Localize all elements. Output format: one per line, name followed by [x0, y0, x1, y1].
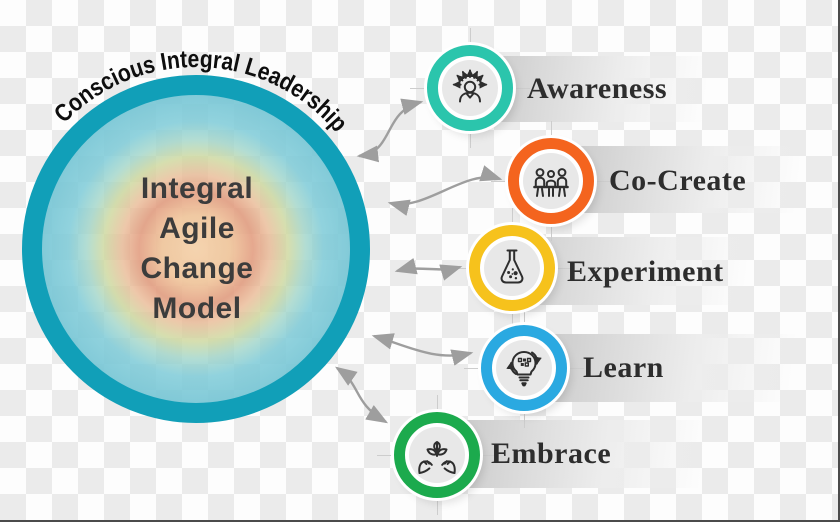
- label-banner: [468, 56, 743, 122]
- step-label-awareness: Awareness: [527, 72, 668, 105]
- label-banner: [549, 146, 837, 213]
- core-title-line: Integral: [140, 172, 254, 205]
- core-title-line: Change: [140, 252, 254, 285]
- step-label-cocreate: Co-Create: [609, 164, 747, 197]
- step-circle-awareness: [427, 45, 513, 131]
- hands-sprout-icon: [418, 441, 456, 474]
- core-title-line: Model: [152, 292, 242, 325]
- step-circle-embrace: [394, 412, 480, 498]
- connector-arrow-learn: [371, 333, 474, 366]
- meeting-table-icon: [533, 168, 569, 197]
- step-circle-learn: [481, 325, 567, 411]
- connector-arrow-awareness: [356, 98, 424, 163]
- step-circle-experiment: [469, 225, 555, 311]
- core-title: Integral Agile Change Model: [97, 169, 297, 329]
- step-label-experiment: Experiment: [567, 255, 724, 288]
- image-right-edge: [838, 0, 840, 522]
- step-label-learn: Learn: [583, 351, 664, 384]
- lightbulb-circuit-icon: [506, 351, 542, 387]
- flask-icon: [500, 249, 524, 284]
- step-label-embrace: Embrace: [491, 437, 612, 470]
- image-bottom-edge: [0, 520, 840, 522]
- connector-arrow-embrace: [335, 366, 389, 424]
- connector-arrow-cocreate: [387, 165, 503, 216]
- person-radiating-ideas-icon: [452, 69, 488, 103]
- core-title-line: Agile: [159, 212, 235, 245]
- connector-arrow-experiment: [394, 258, 463, 281]
- step-circle-cocreate: [508, 138, 594, 224]
- label-banner: [435, 420, 745, 488]
